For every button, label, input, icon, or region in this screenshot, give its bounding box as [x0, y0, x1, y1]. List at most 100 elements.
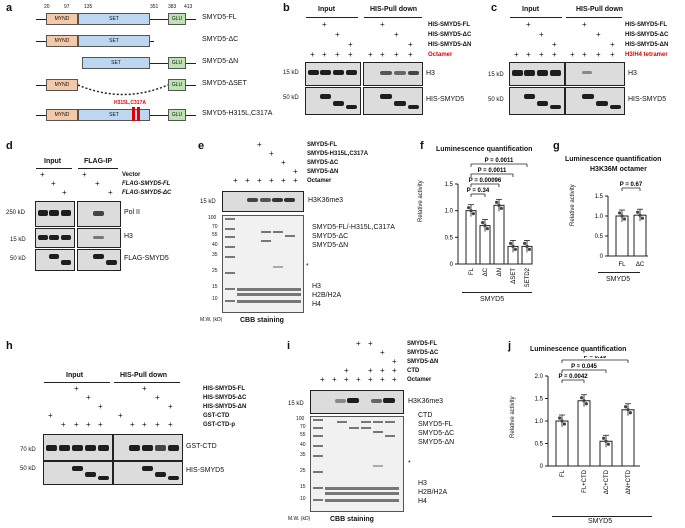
x-tick-label: ΔN — [497, 268, 503, 276]
plus-sign: + — [322, 50, 327, 59]
glu-domain: GLU — [168, 109, 186, 121]
plus-sign: + — [320, 375, 325, 384]
row-label: Octamer — [428, 52, 453, 58]
plus-sign: + — [233, 176, 238, 185]
data-point — [560, 419, 564, 423]
bar — [577, 400, 591, 467]
p-value-label: P = 0.19 — [584, 356, 607, 360]
y-tick-label: 0 — [540, 464, 544, 470]
mw-label: 50 kD — [20, 466, 36, 472]
blot-pulldown-h3 — [363, 62, 423, 86]
plus-sign: + — [335, 50, 340, 59]
panel-label-e: e — [198, 140, 205, 152]
blot-label: GST-CTD — [186, 443, 217, 450]
data-point — [513, 247, 517, 251]
blot-input-flag — [35, 249, 75, 271]
p-value-label: P = 0.045 — [571, 364, 597, 370]
panel-label-a: a — [6, 2, 13, 14]
plus-sign: + — [86, 420, 91, 429]
ladder-label: 70 — [300, 424, 306, 430]
blot-ip-h3 — [77, 228, 121, 248]
plus-sign: + — [281, 176, 286, 185]
band-label: H4 — [418, 498, 427, 505]
plus-sign: + — [526, 50, 531, 59]
data-point — [511, 244, 515, 248]
bar — [621, 409, 635, 467]
plus-sign: + — [310, 50, 315, 59]
plus-sign: + — [582, 50, 587, 59]
plus-sign: + — [40, 170, 45, 179]
plus-sign: + — [269, 149, 274, 158]
set-domain: SET — [78, 35, 150, 47]
row-label: SMYD5-ΔN — [407, 359, 439, 365]
mw-label: 50 kD — [10, 256, 26, 262]
band-label: H3 — [418, 480, 427, 487]
mutation-label: H315L,C317A — [114, 100, 146, 106]
y-axis-label: Relative activity — [570, 184, 576, 226]
plus-sign: + — [610, 40, 615, 49]
plus-sign: + — [380, 50, 385, 59]
blot-pulldown-his — [113, 461, 183, 485]
chart-title: Luminescence quantification — [530, 346, 627, 353]
plus-sign: + — [408, 40, 413, 49]
x-tick-label: FL — [469, 267, 475, 275]
plus-sign: + — [257, 176, 262, 185]
star-label: * — [408, 460, 411, 467]
cbb-gel — [310, 416, 404, 512]
bar — [493, 204, 505, 265]
row-label: SMYD5-FL — [307, 142, 337, 148]
plus-sign: + — [610, 50, 615, 59]
plus-sign: + — [74, 420, 79, 429]
blot-input-gst — [43, 434, 113, 461]
input-header: Input — [318, 6, 336, 13]
data-point — [618, 211, 622, 215]
construct-dset: SMYD5-ΔSET — [202, 80, 247, 87]
ladder-label: 100 — [208, 215, 217, 221]
plus-sign: + — [380, 348, 385, 357]
blot-h3k36me3 — [222, 191, 304, 212]
plus-sign: + — [552, 50, 557, 59]
blot-pulldown-his — [363, 87, 423, 115]
panel-label-c: c — [491, 2, 498, 14]
plus-sign: + — [380, 375, 385, 384]
plus-sign: + — [95, 179, 100, 188]
row-label: HIS-SMYD5-ΔC — [625, 32, 669, 38]
mw-label: 15 kD — [288, 401, 304, 407]
blot-input-pol2 — [35, 201, 75, 227]
plus-sign: + — [596, 30, 601, 39]
blot-label: HIS-SMYD5 — [186, 467, 225, 474]
mutation-marker — [132, 107, 135, 121]
p-value-label: P = 0.0011 — [478, 168, 507, 174]
ladder-label: 35 — [300, 452, 306, 458]
mynd-domain: MYND — [46, 13, 78, 25]
mynd-domain: MYND — [46, 35, 78, 47]
plus-sign: + — [86, 393, 91, 402]
plus-sign: + — [344, 366, 349, 375]
ladder-label: 15 — [212, 284, 218, 290]
group-label: SMYD5 — [606, 276, 631, 283]
mw-label: 250 kD — [6, 210, 26, 216]
data-point — [584, 402, 588, 406]
construct-fl: SMYD5-FL — [202, 14, 237, 21]
plus-sign: + — [155, 393, 160, 402]
ladder-label: 15 — [300, 484, 306, 490]
x-tick-label: ΔC+CTD — [604, 469, 610, 494]
x-tick-label: ΔSET — [511, 268, 517, 284]
ladder-label: 25 — [212, 268, 218, 274]
ladder-label: 40 — [300, 442, 306, 448]
data-point — [509, 241, 513, 245]
data-point — [636, 210, 640, 214]
plus-sign: + — [344, 375, 349, 384]
plus-sign: + — [582, 20, 587, 29]
x-tick-label: ΔN+CTD — [626, 469, 632, 494]
ip-header: FLAG-IP — [84, 158, 112, 165]
row-label: H3/H4 tetramer — [625, 52, 668, 58]
band-label: SMYD5-ΔN — [418, 439, 455, 446]
x-tick-label: SETD2 — [525, 267, 531, 287]
glu-domain: GLU — [168, 13, 186, 25]
x-tick-label: FL — [618, 262, 626, 268]
plus-sign: + — [368, 50, 373, 59]
blot-h3k36me3 — [310, 390, 404, 414]
